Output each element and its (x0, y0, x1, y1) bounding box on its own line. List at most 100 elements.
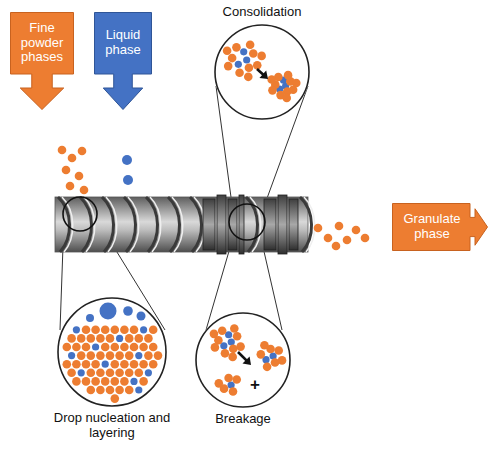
particle (120, 326, 129, 335)
output-arrow: Granulate phase (392, 203, 488, 251)
phase-label: Granulate phase (395, 203, 469, 251)
particle (228, 353, 237, 362)
particle (230, 324, 239, 333)
particle (68, 352, 75, 359)
particle (62, 166, 71, 175)
particle (120, 343, 129, 352)
particle (82, 326, 91, 335)
particle (86, 314, 94, 322)
particle (244, 73, 253, 82)
particle (130, 326, 139, 335)
input-arrow: Liquid phase (94, 12, 152, 110)
arrow-outline (11, 13, 74, 110)
process-arrowhead (243, 357, 251, 365)
particle (292, 79, 301, 88)
particle (78, 147, 87, 156)
particle (268, 86, 277, 95)
particle (58, 146, 67, 155)
particle (125, 386, 134, 395)
particle (260, 341, 269, 350)
zoom-circle: Breakage (195, 312, 291, 408)
particle (72, 343, 81, 352)
particle (240, 48, 247, 55)
particle (106, 351, 115, 360)
particle (135, 386, 142, 393)
particle (101, 343, 110, 352)
particle (144, 334, 153, 343)
particle (223, 46, 232, 55)
particle (72, 360, 81, 369)
particle (257, 52, 266, 61)
particle (284, 71, 293, 80)
particle (73, 326, 80, 333)
particle (229, 345, 238, 354)
kneading-disc (289, 199, 298, 250)
zoom-circle: Drop nucleation and layering (57, 297, 167, 407)
particle (125, 334, 134, 343)
particle (211, 343, 220, 352)
particle (140, 326, 147, 333)
particle (232, 375, 241, 384)
particle (106, 334, 115, 343)
particle (101, 326, 110, 335)
particle (101, 377, 110, 386)
particle (232, 43, 241, 52)
particle (130, 378, 137, 385)
arrow-outline (393, 204, 488, 251)
particle (115, 386, 124, 395)
arrow-shape (94, 12, 152, 110)
stage-heading: Consolidation (182, 5, 342, 20)
particle (111, 326, 120, 335)
particle (149, 326, 158, 335)
zoom-marker (63, 197, 97, 231)
particle (68, 154, 77, 163)
zoom-marker (229, 204, 265, 240)
particle (135, 334, 144, 343)
particle (63, 343, 72, 352)
stage-heading: Breakage (163, 412, 323, 427)
particle (210, 330, 219, 339)
particle (123, 306, 133, 316)
particle (77, 334, 86, 343)
zoom-circle-outline (195, 312, 291, 408)
particle (116, 335, 123, 342)
particle (122, 155, 132, 165)
particle (130, 360, 139, 369)
particle (249, 49, 258, 58)
particle (221, 349, 230, 358)
particle (257, 350, 266, 359)
zoom-circle-border (196, 313, 290, 407)
particle (233, 332, 242, 341)
particle (96, 386, 105, 395)
particle (100, 303, 117, 320)
particle (235, 69, 244, 78)
phase-label: Fine powder phases (13, 12, 71, 74)
particle (87, 334, 96, 343)
particle (82, 377, 91, 386)
particle (149, 343, 158, 352)
particle (149, 360, 158, 369)
particle (75, 172, 84, 181)
particle (106, 386, 115, 395)
particle (243, 56, 250, 63)
particle (137, 312, 146, 321)
particle (91, 377, 100, 386)
zoom-circle-border (215, 25, 309, 119)
particle (130, 343, 139, 352)
particle (111, 377, 120, 386)
particle (77, 351, 86, 360)
particle (91, 360, 100, 369)
particle (139, 377, 148, 386)
particle (111, 394, 120, 403)
zoom-circle-border (58, 298, 166, 406)
particle (135, 352, 142, 359)
particle (67, 334, 76, 343)
particle (78, 369, 85, 376)
zoom-circle: Consolidation (214, 24, 310, 120)
screw-flight-highlight (150, 197, 161, 252)
kneading-disc (203, 199, 215, 250)
particle (224, 62, 233, 71)
particle (123, 175, 133, 185)
zoom-ground (214, 24, 310, 120)
particle (332, 242, 341, 251)
